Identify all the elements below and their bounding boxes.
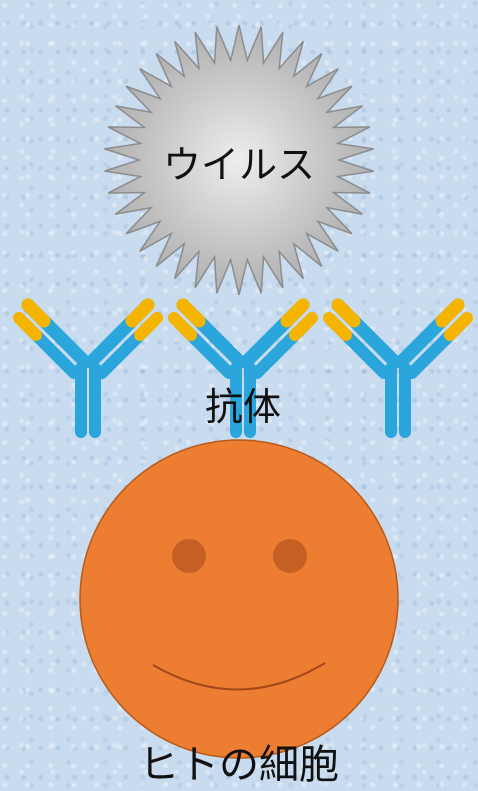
antibody-1: [13, 298, 163, 438]
antibody-variable-tip: [168, 312, 197, 341]
cell-face: [79, 439, 399, 759]
antibody-2: [168, 298, 318, 438]
antibody-group: [13, 298, 473, 438]
antibody-variable-tip: [21, 298, 51, 328]
antibody-variable-tip: [280, 298, 310, 328]
cell-body: [79, 439, 399, 759]
antibody-label: 抗体: [204, 385, 282, 429]
antibody-variable-tip: [13, 312, 42, 341]
cell-smile: [152, 662, 326, 691]
antibody-variable-tip: [176, 298, 206, 328]
cell-eye-left: [172, 539, 206, 573]
antibody-variable-tip: [444, 312, 473, 341]
antibody-variable-tip: [134, 312, 163, 341]
antibody-variable-tip: [435, 298, 465, 328]
antibody-3: [323, 298, 473, 438]
virus-label: ウイルス: [162, 143, 316, 187]
cell-eye-right: [273, 539, 307, 573]
virus-shape: [104, 24, 374, 296]
cell-label: ヒトの細胞: [139, 742, 339, 788]
antibody-variable-tip: [323, 312, 352, 341]
antibody-variable-tip: [289, 312, 318, 341]
antibody-variable-tip: [331, 298, 361, 328]
antibody-variable-tip: [125, 298, 155, 328]
